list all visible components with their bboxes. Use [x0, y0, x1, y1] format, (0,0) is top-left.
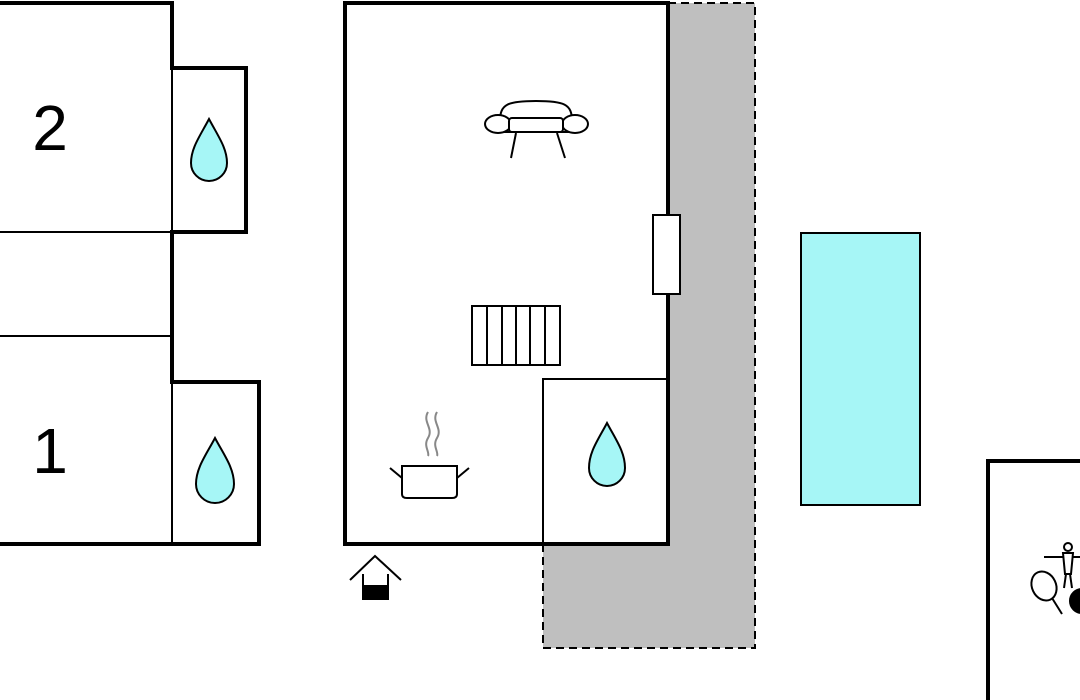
- table-tennis-and-billiards-icon: [1030, 542, 1080, 615]
- water-drop-icon: [194, 435, 236, 504]
- stairs-icon: [471, 305, 561, 366]
- wall-opening: [652, 214, 681, 295]
- swimming-pool: [800, 232, 921, 506]
- wing-outline: [0, 1, 261, 546]
- water-drop-icon: [189, 116, 229, 182]
- cooking-pot-icon: [389, 411, 470, 499]
- left-wing: [0, 1, 261, 546]
- room-number-1: 1: [32, 415, 68, 487]
- sofa-icon: [484, 99, 589, 159]
- water-drop-icon: [587, 420, 627, 487]
- house-entrance-icon: [349, 554, 402, 600]
- room-number-2: 2: [32, 92, 68, 164]
